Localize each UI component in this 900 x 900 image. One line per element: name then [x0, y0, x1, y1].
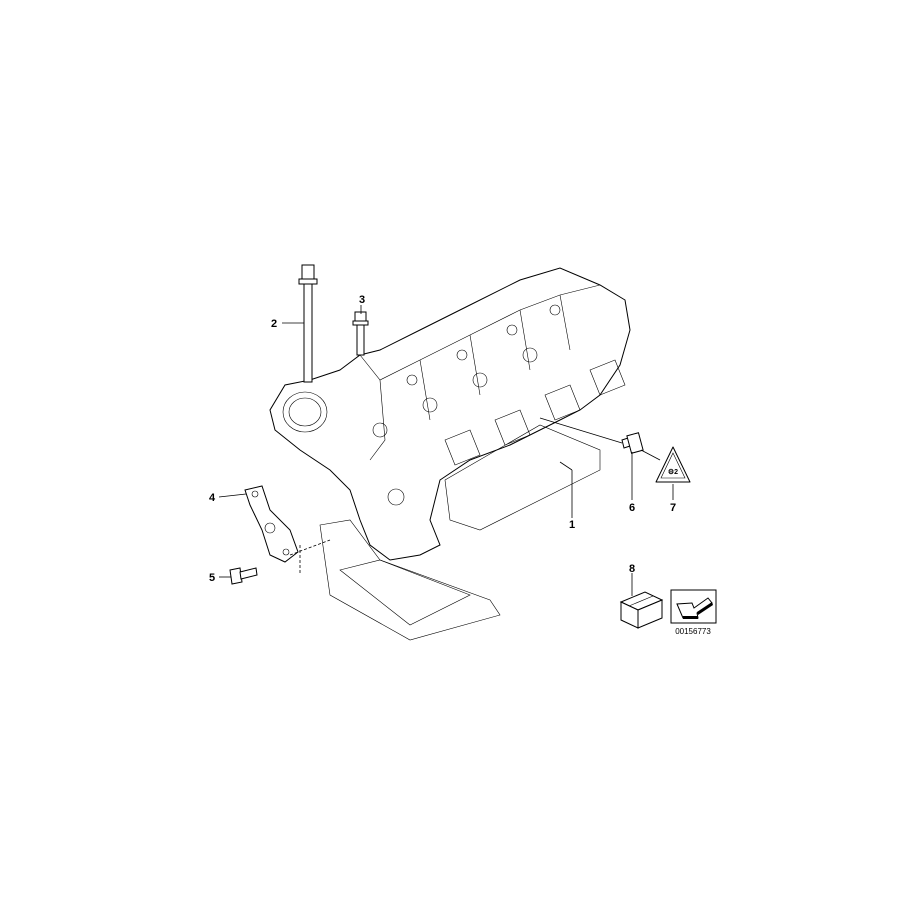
- temperature-sensor: [621, 432, 644, 454]
- screw: [229, 567, 258, 585]
- callout-1: 1: [569, 519, 575, 531]
- arrow-symbol-icon: [670, 589, 717, 624]
- callout-6: 6: [629, 502, 635, 514]
- svg-text:⚙2: ⚙2: [668, 468, 678, 476]
- short-bolt: [352, 311, 369, 356]
- warning-label: ⚙2: [655, 446, 691, 483]
- drawing-number: 00156773: [675, 627, 711, 636]
- repair-kit-box: [619, 591, 664, 629]
- head-gasket: [319, 424, 601, 641]
- bracket: [244, 485, 331, 575]
- cylinder-head: [269, 267, 631, 561]
- callout-7: 7: [670, 502, 676, 514]
- callout-8: 8: [629, 563, 635, 575]
- callout-5: 5: [209, 572, 215, 584]
- callout-4: 4: [209, 492, 216, 504]
- callout-2: 2: [271, 318, 277, 330]
- long-bolt: [298, 264, 318, 383]
- callout-3: 3: [359, 294, 365, 306]
- leader-lines: [218, 305, 674, 596]
